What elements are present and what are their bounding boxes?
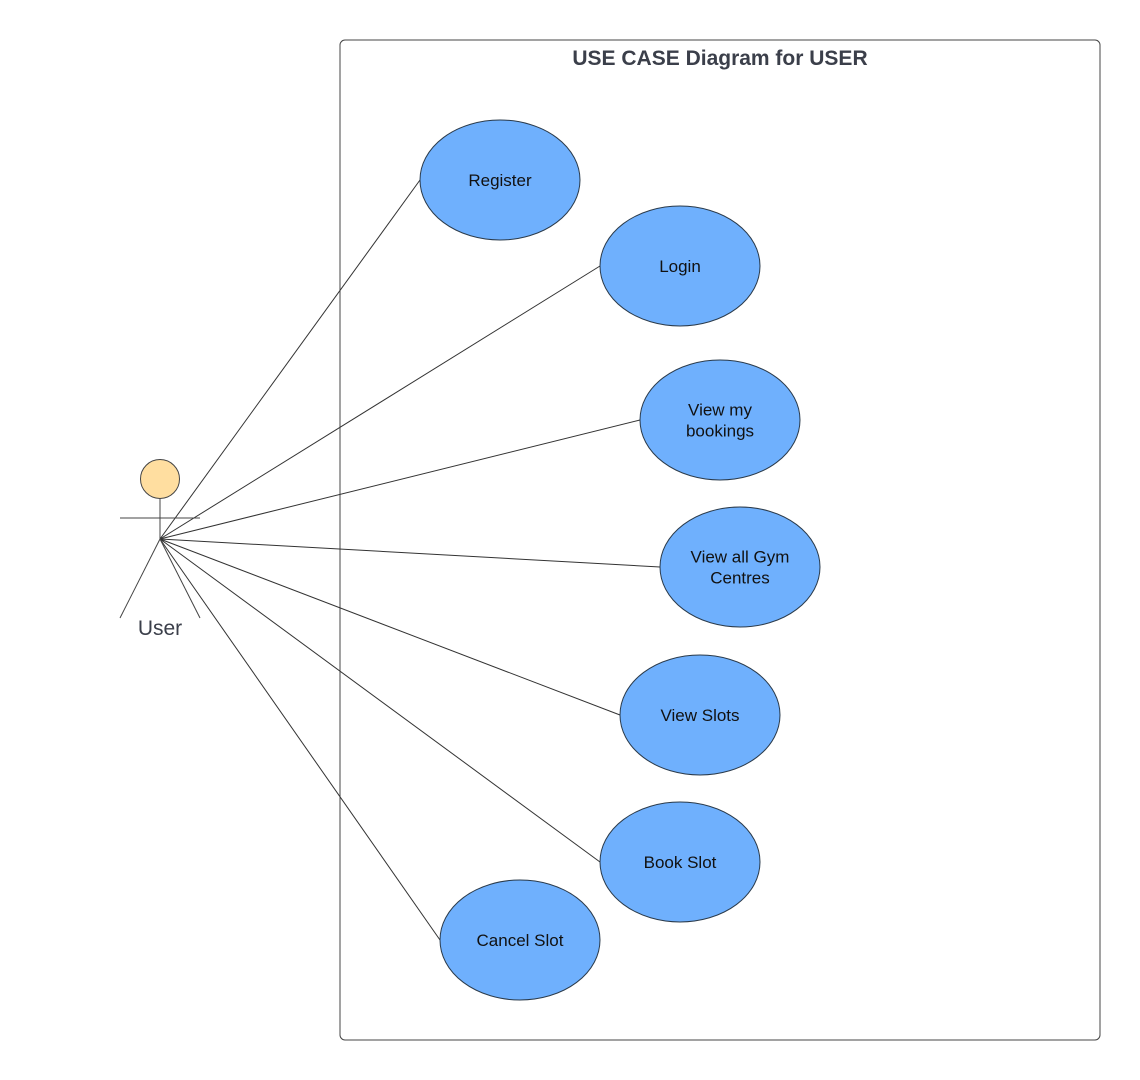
use-case-ellipse	[439, 879, 601, 1001]
use-case-label: Cancel Slot	[477, 931, 564, 950]
actor-right-leg	[159, 538, 201, 619]
actor-left-leg	[119, 538, 161, 619]
use-case-login[interactable]: Login	[599, 205, 761, 327]
association-book-slot	[159, 538, 601, 863]
use-case-ellipse	[419, 119, 581, 241]
actor-label: User	[138, 617, 182, 640]
association-view-all-gym-centres	[159, 538, 661, 568]
use-case-ellipse	[619, 654, 781, 776]
use-case-ellipse	[659, 506, 821, 628]
use-case-label: Login	[659, 257, 701, 276]
association-cancel-slot	[159, 538, 441, 941]
association-view-my-bookings	[159, 419, 641, 540]
use-case-ellipse	[639, 359, 801, 481]
use-case-register[interactable]: Register	[419, 119, 581, 241]
use-case-ellipse	[599, 205, 761, 327]
use-case-label: View all Gym	[691, 548, 790, 567]
use-case-book-slot[interactable]: Book Slot	[599, 801, 761, 923]
association-login	[159, 265, 601, 540]
use-case-label: bookings	[686, 422, 754, 441]
use-case-cancel-slot[interactable]: Cancel Slot	[439, 879, 601, 1001]
use-case-label: View my	[688, 401, 752, 420]
actor-user[interactable]: User	[119, 459, 201, 641]
actor-head	[140, 459, 180, 499]
use-case-view-slots[interactable]: View Slots	[619, 654, 781, 776]
use-case-view-my-bookings[interactable]: View my bookings	[639, 359, 801, 481]
use-case-label: Register	[468, 171, 532, 190]
association-lines	[159, 179, 661, 941]
diagram-title: USE CASE Diagram for USER	[572, 47, 867, 70]
use-case-label: View Slots	[660, 706, 739, 725]
association-view-slots	[159, 538, 621, 716]
association-register	[159, 179, 421, 540]
use-case-ellipse	[599, 801, 761, 923]
use-case-label: Book Slot	[644, 853, 717, 872]
use-case-label: Centres	[710, 569, 770, 588]
